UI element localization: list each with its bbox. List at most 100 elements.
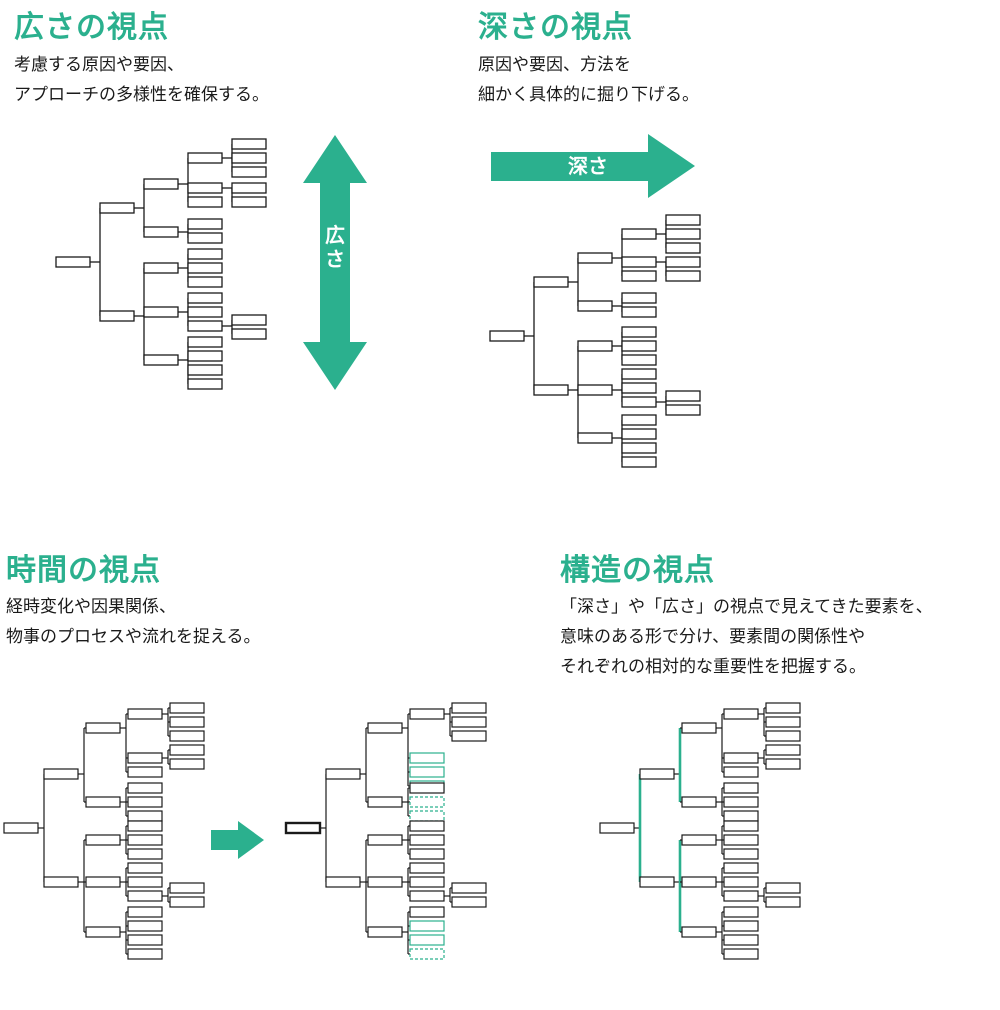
level-3-node (723, 796, 759, 808)
level-4-node (765, 716, 801, 728)
level-2-node (577, 252, 613, 264)
level-2-node (577, 432, 613, 444)
level-3-node (127, 820, 163, 832)
level-3-node (723, 766, 759, 778)
highlighted-leaf-node (409, 934, 445, 946)
level-3-node (621, 368, 657, 380)
level-3-node (127, 782, 163, 794)
level-3-node (723, 890, 759, 902)
level-3-node (409, 708, 445, 720)
level-3-node (723, 862, 759, 874)
level-3-node (723, 920, 759, 932)
structure-title: 構造の視点 (560, 553, 715, 588)
level-3-node (723, 708, 759, 720)
level-3-node (127, 708, 163, 720)
level-2-node (577, 340, 613, 352)
level-4-node (665, 228, 701, 240)
level-3-node (187, 232, 223, 244)
level-2-node (85, 876, 121, 888)
level-3-node (127, 834, 163, 846)
level-3-node (723, 876, 759, 888)
level-4-node (451, 730, 487, 742)
level-3-node (409, 834, 445, 846)
level-4-node (231, 138, 267, 150)
time-title: 時間の視点 (6, 553, 161, 588)
level-2-node (85, 834, 121, 846)
level-3-node (127, 752, 163, 764)
level-2-node (85, 722, 121, 734)
level-3-node (187, 292, 223, 304)
depth-line-2: 細かく具体的に掘り下げる。 (478, 85, 699, 105)
highlighted-leaf-node (409, 948, 445, 960)
level-2-node (681, 796, 717, 808)
breadth-arrow-label-1: 広 (325, 223, 345, 247)
level-3-node (127, 876, 163, 888)
level-3-node (127, 862, 163, 874)
level-1-node (325, 876, 361, 888)
level-2-node (85, 796, 121, 808)
level-3-node (127, 948, 163, 960)
level-4-node (765, 744, 801, 756)
right-arrow-icon: 深さ (491, 134, 695, 198)
level-4-node (231, 314, 267, 326)
level-3-node (723, 834, 759, 846)
level-1-node (99, 202, 135, 214)
breadth-line-1: 考慮する原因や要因、 (14, 55, 184, 75)
level-3-node (187, 364, 223, 376)
level-3-node (621, 228, 657, 240)
level-4-node (665, 390, 701, 402)
level-4-node (231, 152, 267, 164)
breadth-tree (55, 138, 267, 390)
level-2-node (367, 722, 403, 734)
level-3-node (127, 848, 163, 860)
level-3-node (409, 782, 445, 794)
level-2-node (143, 226, 179, 238)
level-3-node (723, 752, 759, 764)
level-4-node (169, 702, 205, 714)
level-3-node (621, 428, 657, 440)
breadth-arrow-label-2: さ (325, 247, 345, 271)
level-3-node (409, 820, 445, 832)
level-4-node (765, 896, 801, 908)
root-node (599, 822, 635, 834)
level-1-node (639, 768, 675, 780)
level-3-node (621, 256, 657, 268)
level-3-node (187, 320, 223, 332)
level-3-node (187, 336, 223, 348)
level-3-node (621, 382, 657, 394)
level-3-node (621, 354, 657, 366)
level-3-node (621, 270, 657, 282)
level-2-node (577, 384, 613, 396)
level-3-node (723, 782, 759, 794)
level-4-node (169, 758, 205, 770)
breadth-description: 考慮する原因や要因、 アプローチの多様性を確保する。 (14, 50, 269, 110)
structure-line-2: 意味のある形で分け、要素間の関係性や (560, 627, 866, 647)
level-1-node (99, 310, 135, 322)
structure-tree (599, 702, 801, 960)
structure-line-1: 「深さ」や「広さ」の視点で見えてきた要素を、 (560, 597, 933, 617)
level-3-node (621, 414, 657, 426)
level-3-node (621, 292, 657, 304)
highlighted-leaf-node (409, 752, 445, 764)
level-2-node (85, 926, 121, 938)
highlighted-leaf-node (409, 810, 445, 822)
level-3-node (187, 262, 223, 274)
level-4-node (451, 702, 487, 714)
level-3-node (621, 340, 657, 352)
level-4-node (765, 730, 801, 742)
level-2-node (681, 722, 717, 734)
level-3-node (621, 456, 657, 468)
root-node (489, 330, 525, 342)
level-1-node (639, 876, 675, 888)
time-right-arrow-icon (211, 821, 264, 859)
root-node (3, 822, 39, 834)
level-2-node (143, 354, 179, 366)
level-3-node (723, 906, 759, 918)
level-4-node (169, 882, 205, 894)
double-vertical-arrow-icon: 広 さ (303, 135, 367, 390)
level-3-node (127, 890, 163, 902)
level-3-node (409, 876, 445, 888)
level-3-node (621, 326, 657, 338)
level-1-node (325, 768, 361, 780)
